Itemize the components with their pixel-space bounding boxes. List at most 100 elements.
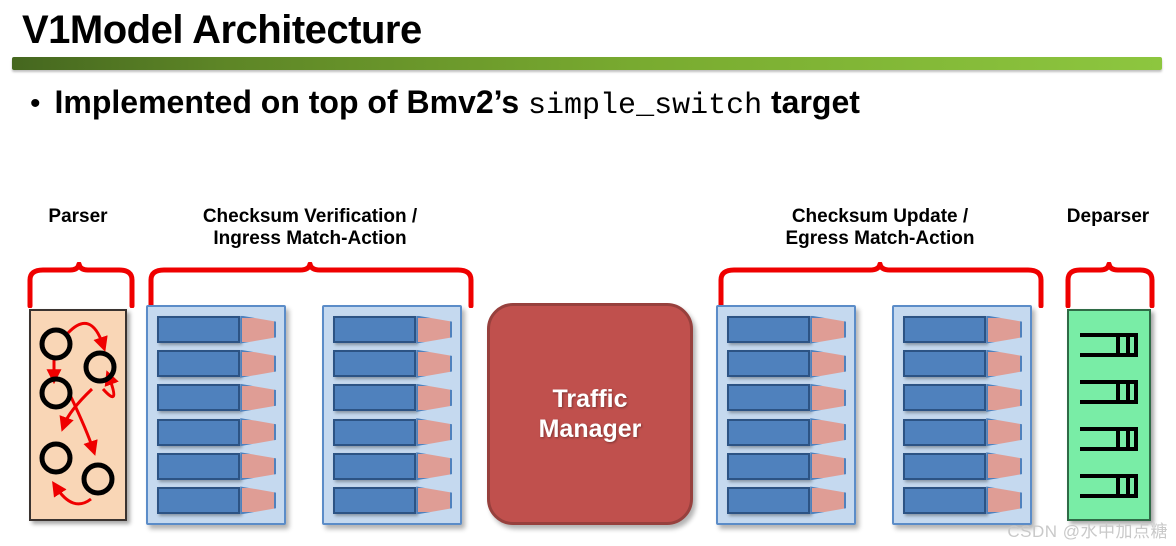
match-table — [333, 452, 417, 480]
pipeline-egress-stage-2 — [892, 305, 1032, 525]
pipeline-row — [903, 452, 1022, 481]
match-table — [903, 452, 987, 480]
parser-node — [39, 376, 73, 410]
pipeline-row — [903, 349, 1022, 378]
pipeline-row — [333, 383, 452, 412]
pipeline-row — [727, 452, 846, 481]
pipeline-row — [903, 315, 1022, 344]
csdn-watermark: CSDN @水中加点糖 — [1007, 522, 1168, 541]
caption-ingress-line2: Ingress Match-Action — [213, 228, 407, 250]
action-shape — [810, 315, 846, 344]
pipeline-row — [333, 452, 452, 481]
title-underline-bar — [12, 57, 1162, 70]
pipeline-row — [333, 486, 452, 515]
parser-node — [81, 462, 115, 496]
traffic-manager-box: Traffic Manager — [487, 303, 693, 525]
caption-ingress-line1: Checksum Verification / — [202, 206, 418, 227]
traffic-manager-line2: Manager — [538, 415, 642, 443]
pipeline-row — [333, 418, 452, 447]
brace-deparser — [1065, 262, 1155, 308]
packet-header-icon — [1080, 379, 1138, 404]
caption-egress-line1: Checksum Update / — [791, 206, 969, 227]
action-shape — [240, 349, 276, 378]
pipeline-row — [333, 315, 452, 344]
match-table — [157, 452, 241, 480]
action-shape — [986, 418, 1022, 447]
match-table — [333, 418, 417, 446]
pipeline-row — [157, 315, 276, 344]
action-shape — [240, 486, 276, 515]
match-table — [157, 418, 241, 446]
parser-node — [39, 327, 73, 361]
traffic-manager-line1: Traffic — [552, 384, 628, 413]
pipeline-row — [727, 349, 846, 378]
action-shape — [986, 486, 1022, 515]
action-shape — [810, 349, 846, 378]
pipeline-ingress-stage-1 — [146, 305, 286, 525]
match-table — [727, 452, 811, 480]
caption-deparser: Deparser — [1040, 206, 1176, 228]
caption-parser: Parser — [8, 206, 148, 228]
caption-egress-line2: Egress Match-Action — [785, 228, 975, 250]
match-table — [157, 350, 241, 378]
action-shape — [240, 383, 276, 412]
pipeline-row — [903, 383, 1022, 412]
match-table — [903, 350, 987, 378]
match-table — [727, 486, 811, 514]
match-table — [333, 384, 417, 412]
pipeline-row — [903, 486, 1022, 515]
action-shape — [810, 418, 846, 447]
action-shape — [416, 486, 452, 515]
action-shape — [416, 383, 452, 412]
pipeline-row — [157, 383, 276, 412]
action-shape — [986, 383, 1022, 412]
pipeline-row — [157, 452, 276, 481]
packet-header-icon — [1080, 473, 1138, 498]
packet-header-icon — [1080, 426, 1138, 451]
action-shape — [416, 452, 452, 481]
brace-ingress — [148, 262, 474, 308]
pipeline-row — [727, 486, 846, 515]
match-table — [903, 418, 987, 446]
pipeline-row — [903, 418, 1022, 447]
pipeline-row — [727, 383, 846, 412]
match-table — [333, 316, 417, 343]
action-shape — [810, 486, 846, 515]
brace-egress — [718, 262, 1044, 308]
pipeline-row — [727, 315, 846, 344]
parser-node — [83, 350, 117, 384]
deparser-box — [1067, 309, 1151, 521]
action-shape — [416, 315, 452, 344]
caption-ingress: Checksum Verification / Ingress Match-Ac… — [140, 206, 480, 250]
match-table — [903, 486, 987, 514]
pipeline-row — [157, 486, 276, 515]
action-shape — [986, 315, 1022, 344]
caption-egress: Checksum Update / Egress Match-Action — [710, 206, 1050, 250]
packet-header-icon — [1080, 332, 1138, 357]
parser-state-graph — [39, 321, 119, 506]
pipeline-ingress-stage-2 — [322, 305, 462, 525]
action-shape — [240, 315, 276, 344]
caption-parser-line1: Parser — [48, 206, 108, 227]
brace-parser — [27, 262, 135, 308]
match-table — [333, 486, 417, 514]
match-table — [157, 384, 241, 412]
caption-deparser-line1: Deparser — [1066, 206, 1150, 227]
parser-box — [29, 309, 127, 521]
pipeline-row — [157, 349, 276, 378]
match-table — [727, 316, 811, 343]
bullet-line: • Implemented on top of Bmv2’s simple_sw… — [30, 84, 860, 123]
match-table — [157, 316, 241, 343]
action-shape — [240, 418, 276, 447]
page-title: V1Model Architecture — [22, 8, 422, 52]
bullet-text-before: Implemented on top of Bmv2’s — [54, 84, 520, 120]
parser-node — [39, 441, 73, 475]
match-table — [727, 384, 811, 412]
action-shape — [416, 349, 452, 378]
bullet-marker: • — [30, 87, 41, 120]
pipeline-row — [157, 418, 276, 447]
pipeline-egress-stage-1 — [716, 305, 856, 525]
action-shape — [810, 383, 846, 412]
bullet-code-simple-switch: simple_switch — [528, 89, 763, 123]
match-table — [903, 384, 987, 412]
